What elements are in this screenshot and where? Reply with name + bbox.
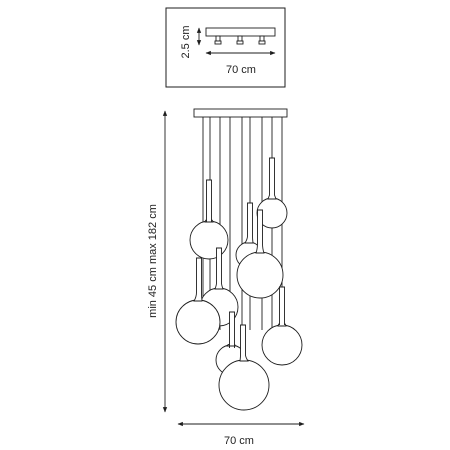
- globe-holder: [193, 257, 203, 302]
- glass-globe: [175, 299, 221, 345]
- globe-holder: [277, 286, 287, 327]
- width-label: 70 cm: [224, 435, 254, 447]
- glass-globe: [218, 359, 270, 411]
- top-view-detail: 2.5 cm 70 cm: [165, 7, 286, 88]
- globe-holder: [239, 324, 249, 362]
- pendant-4: [236, 209, 284, 299]
- globe-holder: [214, 247, 224, 290]
- globe-holder: [267, 157, 277, 200]
- top-width-label: 70 cm: [226, 64, 256, 76]
- canopy-connectors: [214, 35, 266, 45]
- pendants: [175, 157, 303, 411]
- pendant-7: [261, 286, 303, 366]
- front-view: min 45 cm max 182 cm 70 cm: [147, 108, 305, 447]
- globe-holder: [204, 179, 214, 223]
- glass-globe: [189, 220, 229, 260]
- canopy-plate-top: [205, 27, 276, 37]
- globe-holder: [255, 209, 265, 254]
- pendant-9: [218, 324, 270, 411]
- pendant-2: [256, 157, 288, 229]
- height-label: min 45 cm max 182 cm: [147, 204, 159, 318]
- glass-globe: [261, 324, 303, 366]
- pendant-1: [189, 179, 229, 260]
- globe-holder: [226, 311, 236, 349]
- glass-globe: [236, 251, 284, 299]
- globe-holder: [244, 202, 254, 244]
- pendant-6: [175, 257, 221, 345]
- detail-frame: [165, 7, 286, 88]
- top-height-label: 2.5 cm: [180, 25, 192, 58]
- canopy: [193, 108, 288, 118]
